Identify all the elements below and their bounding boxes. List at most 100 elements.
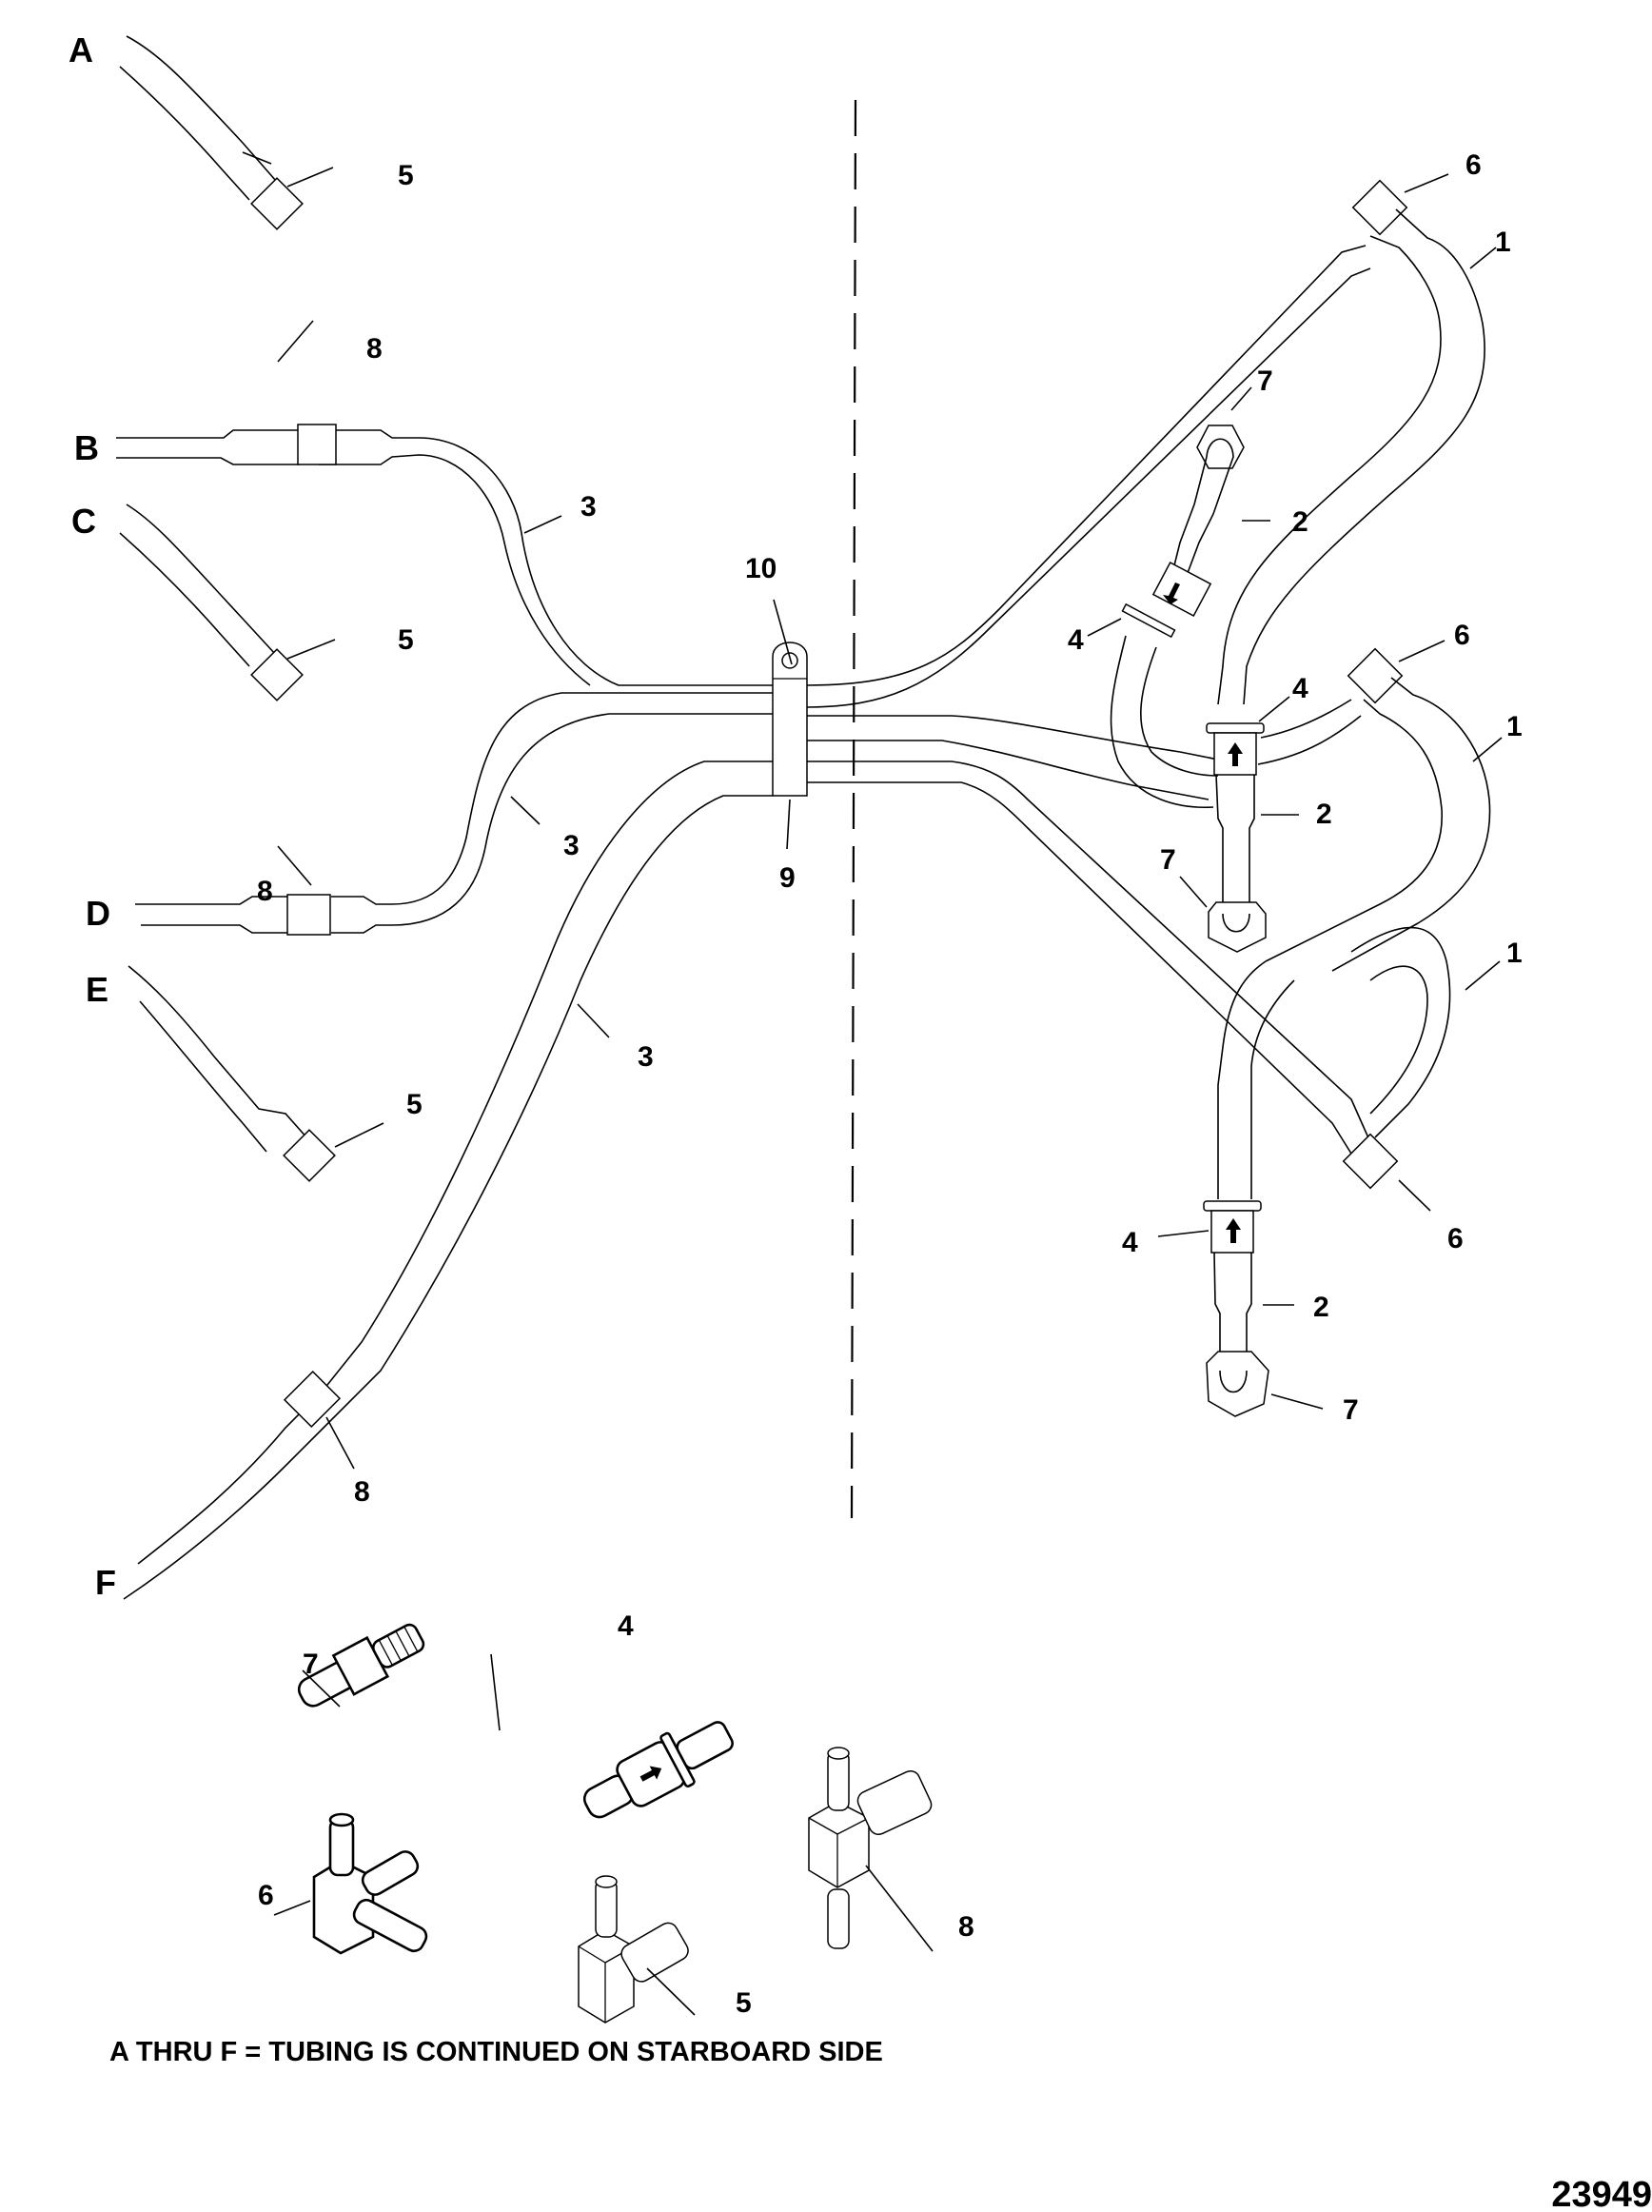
- nut-lower: [1206, 1351, 1269, 1417]
- coupling-b: [297, 424, 337, 465]
- leader-a-5: [286, 167, 334, 188]
- callout-upper-hose: 2: [1292, 506, 1308, 538]
- elbow-fitting-a: [250, 177, 304, 230]
- leader-lower-4: [1157, 1230, 1210, 1237]
- tee-upper: [1351, 179, 1408, 236]
- callout-mid-nut: 7: [1160, 844, 1176, 876]
- callout-detail-tee-connector: 8: [958, 1911, 974, 1943]
- lower-right-assembly: [1203, 926, 1451, 1417]
- mid-right-assembly: [1206, 647, 1491, 972]
- leader-9: [786, 799, 791, 850]
- callout-upper-nut: 7: [1257, 365, 1273, 397]
- part-detail-tee-fitting: [312, 1812, 428, 1955]
- leader-upper-6: [1404, 173, 1449, 193]
- part-detail-hex-fitting: [297, 1623, 425, 1708]
- centerline: [850, 99, 857, 1519]
- leader-b-3: [523, 515, 562, 534]
- leader-e-5: [334, 1122, 384, 1148]
- callout-e-fitting: 5: [406, 1089, 423, 1120]
- flow-arrow-up-lower: [1226, 1218, 1241, 1243]
- upper-right-assembly: [1110, 179, 1485, 809]
- callout-detail-tee-fitting: 6: [258, 1880, 274, 1911]
- tube-end-label-f: F: [95, 1563, 116, 1602]
- elbow-fitting-e: [283, 1129, 336, 1182]
- callout-b-coupling: 8: [366, 333, 383, 365]
- callout-detail-check-valve: 4: [618, 1610, 634, 1642]
- leader-mid-4: [1258, 696, 1290, 722]
- coupling-f: [283, 1370, 342, 1429]
- leader-d-8: [277, 845, 312, 886]
- tube-a: [119, 35, 304, 230]
- leader-mid-6: [1398, 640, 1446, 662]
- tee-lower: [1342, 1133, 1399, 1190]
- check-valve-upper: [1151, 561, 1212, 618]
- callout-upper-valve: 4: [1068, 624, 1084, 656]
- leader-lower-1: [1465, 960, 1501, 991]
- callout-mid-hose: 2: [1316, 799, 1332, 830]
- footer-note: A THRU F = TUBING IS CONTINUED ON STARBO…: [109, 2037, 883, 2067]
- callout-detail-elbow-fitting: 5: [736, 1987, 752, 2019]
- callout-lower-hose: 2: [1313, 1292, 1329, 1323]
- callout-upper-loop: 1: [1495, 227, 1511, 258]
- tube-c: [119, 504, 304, 701]
- tube-d: [135, 692, 773, 936]
- callout-f-coupling: 8: [354, 1476, 370, 1508]
- tube-end-label-e: E: [86, 970, 108, 1009]
- callout-lower-valve: 4: [1122, 1227, 1138, 1258]
- callout-mid-tee: 6: [1454, 620, 1470, 651]
- part-detail-elbow-fitting: [578, 1875, 689, 2024]
- leader-f-3: [577, 1003, 610, 1038]
- leader-mid-1: [1472, 737, 1503, 762]
- right-tube-bundle: [806, 245, 1371, 1162]
- leader-lower-7: [1270, 1393, 1324, 1410]
- leader-c-5: [286, 639, 336, 660]
- part-detail-check-valve: [582, 1721, 734, 1819]
- leader-detail-4: [490, 1653, 501, 1731]
- callout-lower-loop: 1: [1506, 938, 1523, 969]
- leader-mid-7: [1179, 876, 1208, 908]
- tube-end-label-a: A: [69, 30, 93, 69]
- callout-lower-nut: 7: [1343, 1394, 1359, 1426]
- leader-lower-6: [1398, 1179, 1431, 1212]
- callout-clamp: 9: [779, 862, 796, 894]
- leader-detail-5: [646, 1967, 696, 2016]
- leader-detail-6: [273, 1900, 311, 1916]
- leader-upper-4: [1087, 618, 1122, 637]
- tube-b: [116, 424, 773, 686]
- check-valve-mid-flange: [1206, 722, 1265, 734]
- callout-lower-tee: 6: [1447, 1223, 1464, 1254]
- clamp-screw-hole: [781, 652, 798, 669]
- leader-f-8: [325, 1416, 355, 1470]
- callout-a-fitting: 5: [398, 160, 414, 191]
- leader-b-8: [277, 320, 314, 363]
- callout-d-coupling: 8: [257, 876, 273, 907]
- callout-c-fitting: 5: [398, 624, 414, 656]
- flow-arrow-down: [1163, 583, 1180, 604]
- nut-mid: [1208, 901, 1267, 953]
- elbow-fitting-c: [250, 648, 304, 701]
- check-valve-lower: [1210, 1210, 1254, 1254]
- nut-upper: [1196, 425, 1245, 469]
- callout-clamp-screw: 10: [745, 553, 777, 584]
- callout-b-tube: 3: [580, 491, 597, 523]
- leader-upper-1: [1469, 247, 1497, 269]
- tube-f: [123, 760, 773, 1600]
- tube-end-label-c: C: [71, 502, 96, 541]
- leader-detail-8: [865, 1865, 934, 1952]
- tee-mid: [1347, 647, 1404, 704]
- leader-upper-7: [1230, 386, 1252, 411]
- check-valve-lower-flange: [1203, 1200, 1262, 1212]
- callout-upper-tee: 6: [1465, 149, 1482, 181]
- leader-d-3: [510, 796, 541, 825]
- flow-arrow-up-mid: [1228, 742, 1243, 766]
- part-detail-tee-connector: [808, 1747, 933, 1949]
- check-valve-upper-flange: [1121, 602, 1176, 639]
- callout-mid-valve: 4: [1292, 673, 1308, 704]
- clamp: [772, 642, 808, 797]
- tube-end-label-d: D: [86, 894, 110, 933]
- figure-number: 23949: [1551, 2175, 1652, 2212]
- tube-end-label-b: B: [74, 428, 99, 467]
- callout-f-tube: 3: [638, 1041, 654, 1073]
- callout-detail-hex-fitting: 7: [303, 1649, 319, 1680]
